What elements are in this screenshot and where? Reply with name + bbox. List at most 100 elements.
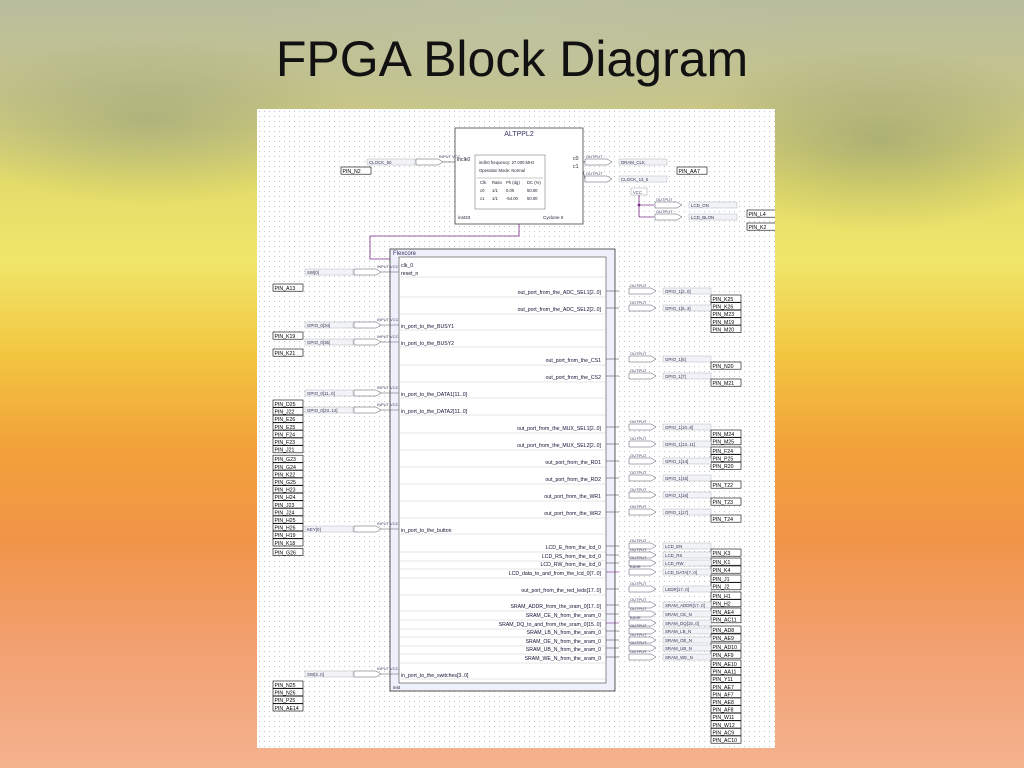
io-out-23-field bbox=[662, 610, 712, 618]
pin-left-29-1: PIN_N26 bbox=[275, 691, 296, 697]
pin-left-16-0-box bbox=[272, 548, 304, 556]
pll-clock-in-glyph-text: INPUT VCC bbox=[439, 154, 461, 159]
io-in-16-field bbox=[304, 525, 354, 533]
pll-table-header: DC (%) bbox=[527, 180, 541, 185]
lcd-on-field bbox=[688, 201, 738, 209]
io-out-19-field bbox=[662, 559, 712, 567]
flexcore-name: Flexcore bbox=[393, 251, 417, 257]
io-in-4-label: GPIO_0[34] bbox=[307, 323, 330, 328]
pin-right-21-1: PIN_H2 bbox=[713, 602, 731, 608]
io-out-21-label: LEDR[17..0] bbox=[665, 587, 689, 592]
pin-left-9-0: PIN_G23 bbox=[275, 457, 296, 463]
pll-c1-wire bbox=[582, 169, 586, 180]
pin-left-8-5: PIN_F23 bbox=[275, 440, 296, 446]
io-out-15-label: GPIO_1[17] bbox=[665, 510, 688, 515]
pll-table-cell: 50.00 bbox=[527, 196, 538, 201]
io-out-23-label: SRAM_CE_N bbox=[665, 612, 692, 617]
pin-left-5-0: PIN_K21 bbox=[275, 351, 296, 357]
pin-left-9-7-box bbox=[272, 508, 304, 516]
pin-right-15-0-box bbox=[710, 514, 742, 523]
io-in-4-glyph bbox=[353, 321, 382, 329]
io-out-19-label: LCD_RW bbox=[665, 561, 684, 566]
io-in-29-field bbox=[304, 670, 354, 678]
pin-extra-3-box bbox=[710, 690, 742, 698]
pin-right-2-1: PIN_K26 bbox=[713, 305, 734, 311]
io-out-20-field bbox=[662, 568, 712, 576]
io-out-3-glyph-text: OUTPUT bbox=[630, 300, 647, 305]
io-in-29-label: SW[3..0] bbox=[307, 672, 324, 677]
pin-right-13-0-box bbox=[710, 480, 742, 489]
pin-right-20-0-box bbox=[710, 574, 742, 583]
lcd-blon-glyph bbox=[654, 213, 683, 221]
io-out-6-label: GPIO_1[6] bbox=[665, 357, 686, 362]
io-out-17-label: LCD_EN bbox=[665, 544, 682, 549]
pin-right-3-1-box bbox=[710, 325, 742, 333]
pll-table-header: Ratio bbox=[492, 180, 502, 185]
pll-dram-clk-glyph bbox=[584, 158, 613, 166]
pin-right-10-0-box bbox=[710, 429, 742, 438]
io-out-24-field bbox=[662, 619, 712, 627]
io-out-14-glyph-text: OUTPUT bbox=[630, 487, 647, 492]
io-out-26-field bbox=[662, 636, 712, 644]
lcd-on-label: LCD_ON bbox=[691, 203, 709, 208]
pll-table-cell: 0.00 bbox=[506, 188, 515, 193]
pin-right-2-0: PIN_K25 bbox=[713, 297, 734, 303]
pll-table-cell: 1/1 bbox=[492, 196, 498, 201]
pin-left-8-1-box bbox=[272, 407, 304, 416]
lcd-blon-label: LCD_BLON bbox=[691, 215, 714, 220]
port-in-8: in_port_to_the_DATA1[11..0] bbox=[401, 392, 468, 398]
pll-to-core-wire bbox=[369, 224, 520, 260]
io-out-24-label: SRAM_DQ[15..0] bbox=[665, 621, 699, 626]
io-in-16-label: KEY[0] bbox=[307, 527, 321, 532]
io-in-9-glyph-text: INPUT VCC bbox=[377, 402, 399, 407]
io-out-25-label: SRAM_LB_N bbox=[665, 629, 691, 634]
io-out-12-field bbox=[662, 457, 712, 465]
pin-left-9-2: PIN_K22 bbox=[275, 472, 296, 478]
vcc-label: VCC bbox=[633, 190, 642, 195]
port-out-25: SRAM_LB_N_from_the_sram_0 bbox=[527, 630, 602, 636]
lcd-on-glyph-text: OUTPUT bbox=[656, 197, 673, 202]
pin-left-9-8: PIN_H25 bbox=[275, 518, 296, 524]
pin-extra-9: PIN_AC10 bbox=[713, 738, 738, 744]
flexcore-inner bbox=[398, 256, 607, 684]
port-out-28: SRAM_WE_N_from_the_sram_0 bbox=[525, 656, 602, 662]
lcd-blon-glyph-text: OUTPUT bbox=[656, 209, 673, 214]
io-in-5-glyph bbox=[353, 338, 382, 346]
pin-right-20-0: PIN_J1 bbox=[713, 577, 730, 583]
io-out-26-label: SRAM_OE_N bbox=[665, 638, 692, 643]
io-out-6-field bbox=[662, 355, 712, 363]
io-out-2-field bbox=[662, 287, 712, 295]
io-out-10-label: GPIO_1[10..8] bbox=[665, 425, 693, 430]
pin-aa7-box bbox=[676, 166, 708, 175]
pll-table-cell: c0 bbox=[480, 188, 485, 193]
port-in-5: in_port_to_the_BUSY2 bbox=[401, 341, 454, 347]
pin-extra-3: PIN_AF7 bbox=[713, 692, 734, 698]
io-out-2-label: GPIO_1[2..0] bbox=[665, 289, 691, 294]
pin-left-9-4-box bbox=[272, 485, 304, 494]
io-out-18-glyph-text: OUTPUT bbox=[630, 547, 647, 552]
io-out-7-label: GPIO_1[7] bbox=[665, 374, 686, 379]
pll-clock-out-field bbox=[618, 175, 668, 183]
pin-left-29-0: PIN_N25 bbox=[275, 683, 296, 689]
port-out-21: out_port_from_the_red_leds[17..0] bbox=[521, 588, 601, 594]
port-out-14: out_port_from_the_WR1 bbox=[544, 494, 601, 500]
port-in-4: in_port_to_the_BUSY1 bbox=[401, 324, 454, 330]
pll-clock-out-glyph-text: OUTPUT bbox=[586, 171, 603, 176]
pin-left-9-3-box bbox=[272, 477, 304, 486]
port-in-9: in_port_to_the_DATA2[11..0] bbox=[401, 409, 468, 415]
io-out-20-label: LCD_DATA[7..0] bbox=[665, 570, 697, 575]
pin-right-3-0: PIN_M19 bbox=[713, 320, 735, 326]
io-in-1-glyph bbox=[353, 268, 382, 276]
pin-left-9-2-box bbox=[272, 470, 304, 478]
io-out-3-field bbox=[662, 304, 712, 312]
io-in-8-glyph bbox=[353, 389, 382, 397]
io-in-8-label: GPIO_0[11..0] bbox=[307, 391, 335, 396]
port-out-17: LCD_E_from_the_lcd_0 bbox=[546, 545, 601, 551]
pin-left-9-4: PIN_H23 bbox=[275, 488, 296, 494]
pin-right-3-1: PIN_M20 bbox=[713, 327, 735, 333]
io-out-14-field bbox=[662, 491, 712, 499]
pll-clock-out-label: CLOCK_13_5 bbox=[621, 177, 649, 182]
pll-device: Cyclone II bbox=[543, 215, 563, 220]
pin-right-11-2: PIN_R20 bbox=[713, 464, 734, 470]
